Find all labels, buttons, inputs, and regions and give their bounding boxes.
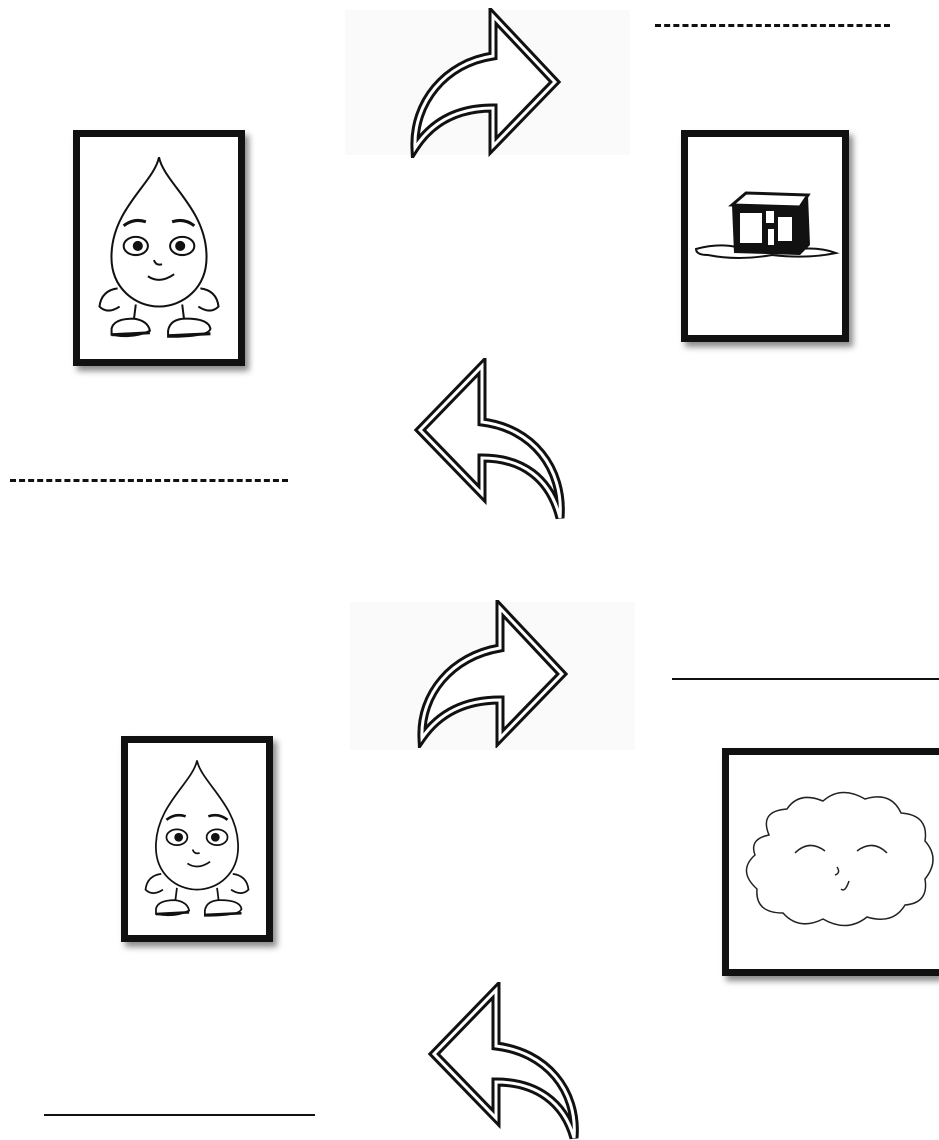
answer-line-forward-2[interactable] bbox=[672, 678, 939, 680]
water-drop-picture-1 bbox=[73, 130, 245, 366]
water-drop-character-icon bbox=[128, 743, 266, 935]
curved-arrow-left-icon bbox=[426, 982, 586, 1140]
answer-line-forward-1[interactable] bbox=[655, 24, 890, 27]
answer-line-back-2[interactable] bbox=[44, 1114, 315, 1116]
ice-cube-picture bbox=[681, 130, 849, 342]
cloud-picture bbox=[722, 748, 939, 976]
melting-ice-cube-icon bbox=[688, 137, 842, 335]
water-drop-picture-2 bbox=[121, 736, 273, 942]
curved-arrow-right-icon bbox=[412, 600, 572, 748]
water-drop-character-icon bbox=[80, 137, 238, 359]
answer-line-back-1[interactable] bbox=[10, 479, 288, 482]
curved-arrow-right-icon bbox=[405, 8, 565, 158]
curved-arrow-left-icon bbox=[412, 358, 572, 526]
smiling-cloud-icon bbox=[729, 755, 939, 969]
